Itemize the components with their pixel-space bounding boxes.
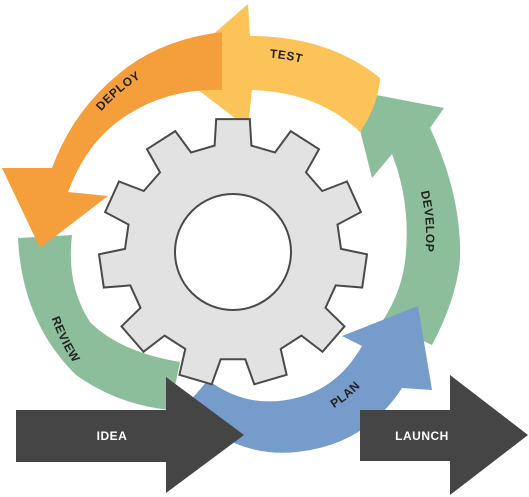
test-segment <box>172 4 380 132</box>
deploy-segment <box>2 32 222 248</box>
label-idea: IDEA <box>97 429 128 443</box>
launch-arrow <box>360 375 528 495</box>
develop-segment <box>350 90 461 345</box>
label-launch: LAUNCH <box>395 429 449 443</box>
gear-icon <box>97 118 369 386</box>
idea-arrow <box>16 377 244 493</box>
review-segment <box>18 235 180 410</box>
